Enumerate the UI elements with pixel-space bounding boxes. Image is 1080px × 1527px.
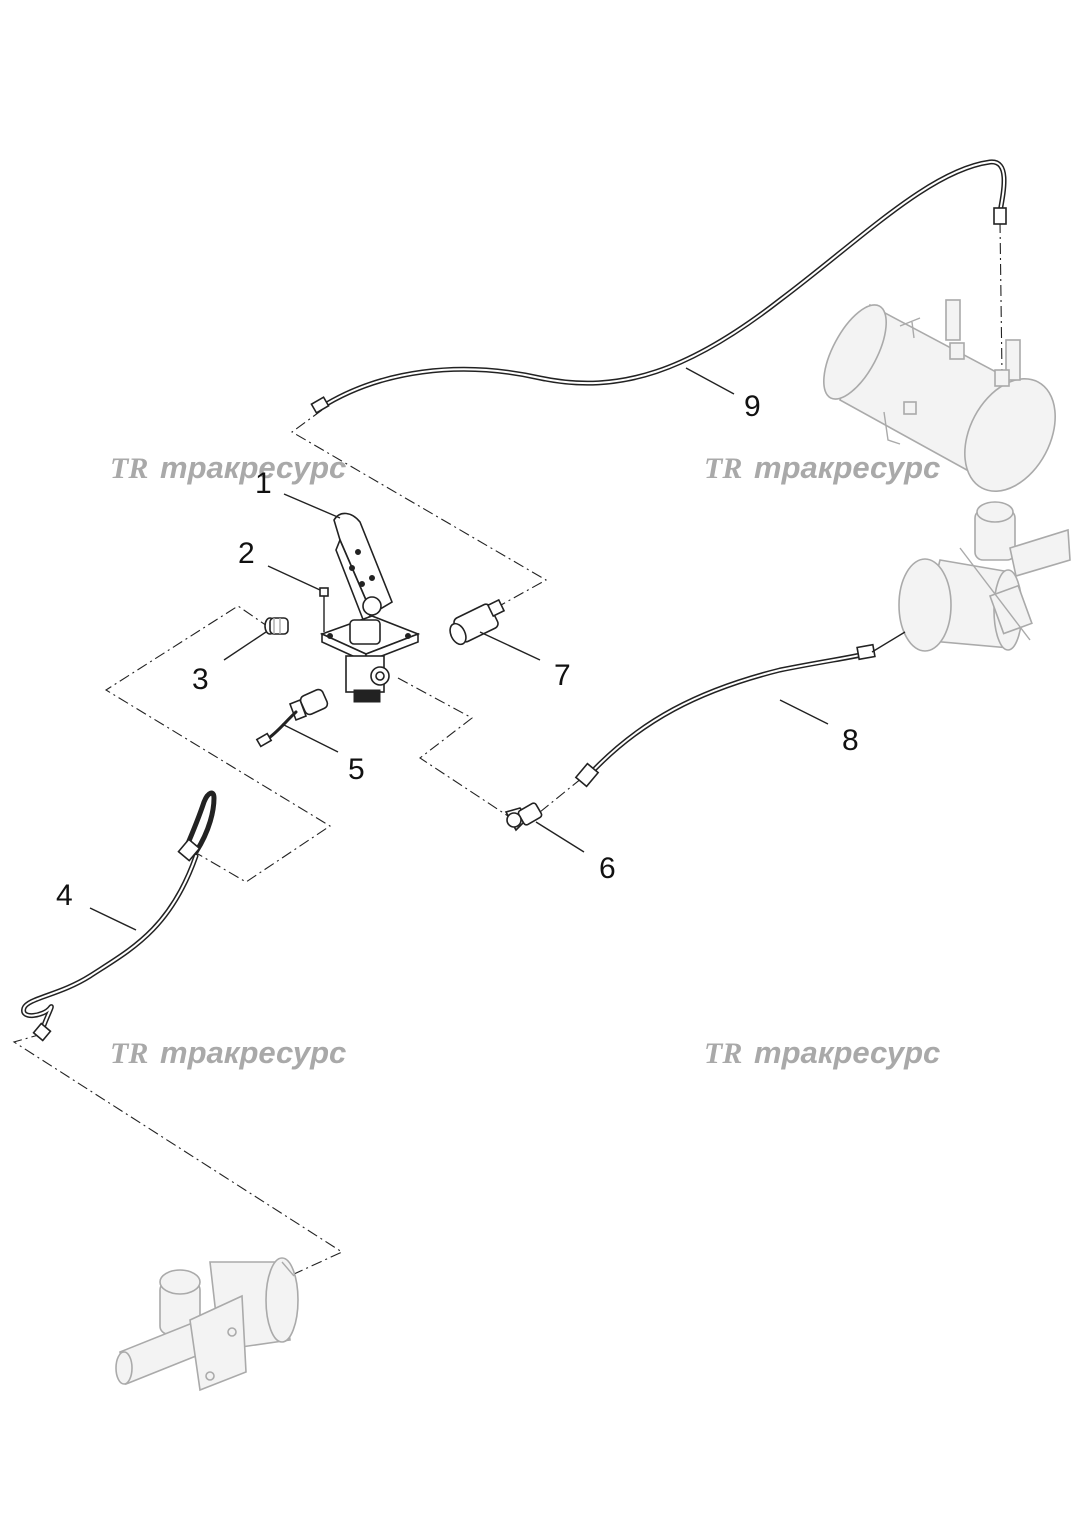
leader-line-1: [283, 493, 341, 519]
callout-1: 1: [255, 467, 272, 500]
switch-5[interactable]: [255, 688, 329, 748]
connection-lines: [12, 221, 1003, 1275]
leader-line-9: [685, 367, 735, 395]
watermark-text: тракресурс: [754, 450, 940, 485]
callout-2: 2: [238, 537, 255, 570]
bolt-2[interactable]: [319, 587, 329, 632]
connection-line-hose9-valve7: [290, 409, 548, 611]
watermark-logo: TR: [704, 452, 742, 485]
watermark-text: тракресурс: [160, 450, 346, 485]
watermark-top-right: TR тракресурс: [704, 450, 940, 485]
sensor-7[interactable]: [447, 598, 506, 647]
hose-4: [21, 790, 217, 1042]
hose-9: [310, 159, 1007, 414]
leader-line-3: [223, 631, 267, 661]
connection-line-hose9-tank: [999, 221, 1003, 376]
callout-9: 9: [744, 390, 761, 423]
callout-7: 7: [554, 659, 571, 692]
watermark-text: тракресурс: [160, 1035, 346, 1070]
watermark-top-left: TR тракресурс: [110, 450, 346, 485]
leader-line-5: [281, 723, 339, 753]
watermark-logo: TR: [110, 452, 148, 485]
watermark-text: тракресурс: [754, 1035, 940, 1070]
watermark-bottom-left: TR тракресурс: [110, 1035, 346, 1070]
leader-line-6: [535, 821, 585, 853]
callout-4: 4: [56, 879, 73, 912]
hose-8: [574, 631, 906, 788]
callouts: 1 2 3 4 5 6 7 8 9: [56, 390, 859, 912]
connection-line-valve-port6: [397, 677, 509, 817]
leader-line-8: [779, 699, 829, 725]
pedal-valve-assembly[interactable]: [319, 512, 421, 703]
watermark-logo: TR: [704, 1037, 742, 1070]
connection-line-hose4-booster: [12, 1033, 344, 1275]
connection-line-port3-hose4: [104, 605, 332, 883]
callout-3: 3: [192, 663, 209, 696]
leader-line-7: [479, 631, 541, 661]
leader-line-4: [89, 907, 137, 931]
callout-6: 6: [599, 852, 616, 885]
watermark-bottom-right: TR тракресурс: [704, 1035, 940, 1070]
connection-line-elbow6-hose8: [539, 777, 583, 813]
brake-booster-left: [115, 1257, 299, 1392]
leader-line-2: [267, 565, 321, 591]
brake-booster-right: [898, 501, 1071, 652]
air-tank: [823, 299, 1056, 493]
elbow-fitting-6[interactable]: [504, 802, 543, 832]
callout-8: 8: [842, 724, 859, 757]
watermark-logo: TR: [110, 1037, 148, 1070]
callout-5: 5: [348, 753, 365, 786]
fitting-3[interactable]: [264, 617, 289, 635]
leader-lines: [89, 367, 829, 931]
